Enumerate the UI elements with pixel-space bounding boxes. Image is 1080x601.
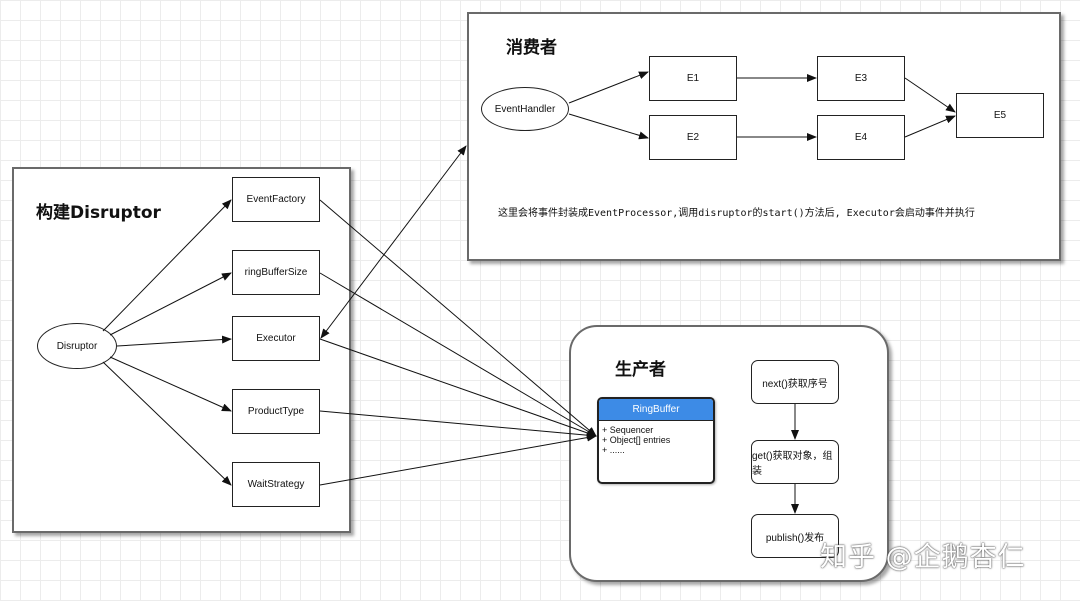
arrow-ringbuffersize-ringbuffer: [319, 272, 597, 437]
arrow-waitstrategy-ringbuffer: [319, 433, 597, 486]
ring-buffer-class: RingBuffer + Sequencer + Object[] entrie…: [597, 397, 715, 484]
ring-buffer-header: RingBuffer: [599, 399, 713, 421]
e4-node: E4: [817, 115, 905, 160]
event-factory-node: EventFactory: [232, 177, 320, 222]
e2-node: E2: [649, 115, 737, 160]
event-handler-node: EventHandler: [481, 87, 569, 131]
watermark: 知乎 @企鹅杏仁: [820, 542, 1026, 573]
disruptor-node: Disruptor: [37, 323, 117, 369]
build-disruptor-title: 构建Disruptor: [36, 203, 161, 223]
get-step-node: get()获取对象，组装: [751, 440, 839, 484]
publish-step-node: publish()发布: [751, 514, 839, 558]
e1-node: E1: [649, 56, 737, 101]
ring-buffer-field: + Object[] entries: [602, 435, 671, 445]
ring-buffer-field: + ......: [602, 445, 625, 455]
consumer-title: 消费者: [506, 38, 557, 58]
arrow-executor-ringbuffer: [319, 338, 597, 437]
ring-buffer-field: + Sequencer: [602, 425, 654, 435]
executor-node: Executor: [232, 316, 320, 361]
e5-node: E5: [956, 93, 1044, 138]
wait-strategy-node: WaitStrategy: [232, 462, 320, 507]
arrow-producttype-ringbuffer: [319, 410, 597, 440]
consumer-note: 这里会将事件封装成EventProcessor,调用disruptor的star…: [498, 208, 975, 219]
product-type-node: ProductType: [232, 389, 320, 434]
producer-title: 生产者: [615, 360, 666, 380]
ring-buffer-size-node: ringBufferSize: [232, 250, 320, 295]
e3-node: E3: [817, 56, 905, 101]
next-step-node: next()获取序号: [751, 360, 839, 404]
